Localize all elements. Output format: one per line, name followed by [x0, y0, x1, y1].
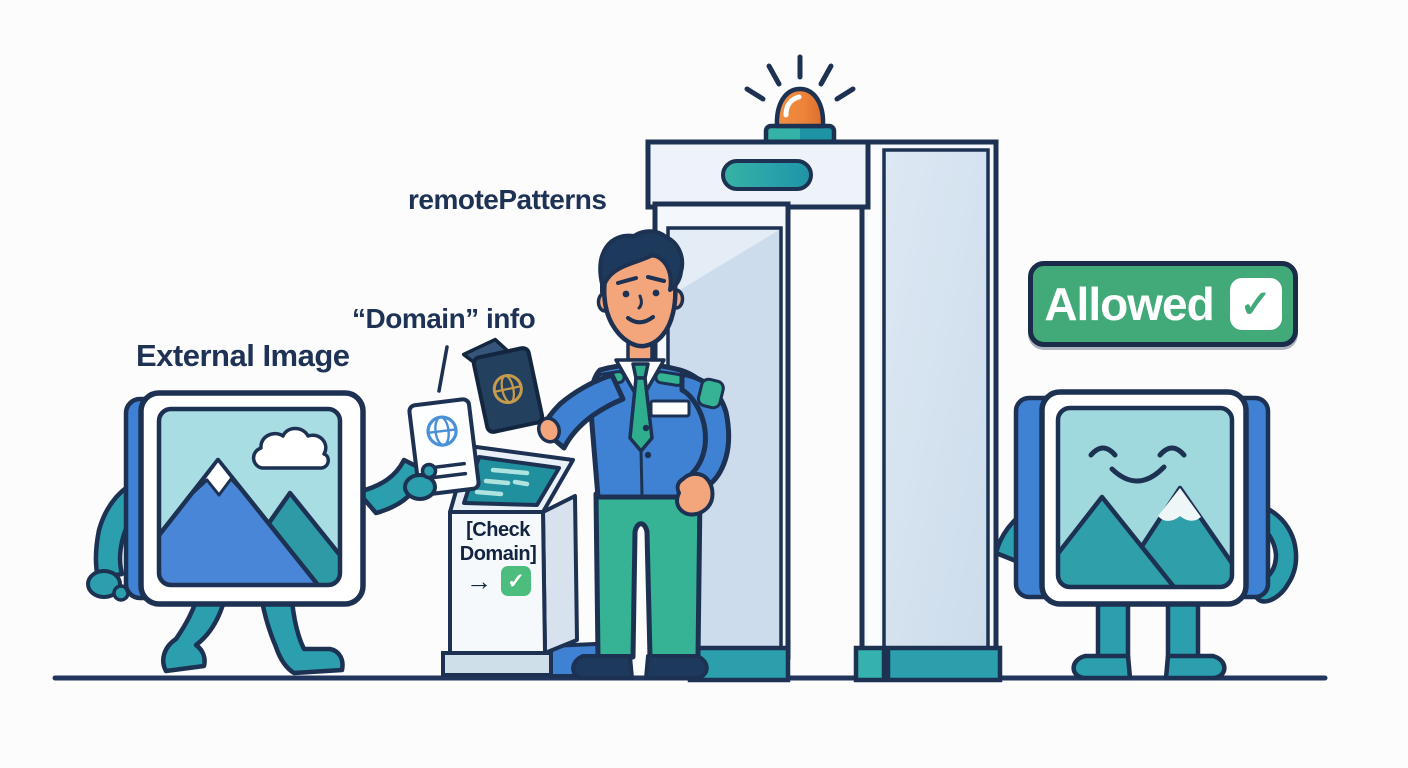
mountain-blue — [159, 457, 325, 585]
guard-epaulette-right — [654, 370, 685, 387]
kiosk-check-row: → ✓ — [466, 566, 531, 596]
kiosk-label-line1: [Check — [466, 519, 530, 541]
cloud-icon — [251, 426, 330, 470]
kiosk-pedestal — [441, 651, 553, 677]
external-image-label: External Image — [136, 338, 350, 373]
guard-head — [596, 229, 685, 349]
passport — [461, 337, 545, 434]
guard-hair — [598, 229, 685, 294]
left-hand — [86, 569, 122, 599]
globe-icon — [426, 415, 458, 447]
guard-hand-hip — [675, 471, 715, 517]
arrow-icon: → — [466, 566, 492, 596]
gate-right-pillar — [859, 139, 999, 660]
checkmark-icon: ✓ — [501, 566, 531, 596]
front-leg — [259, 598, 345, 676]
guard-left-shoe — [571, 654, 634, 680]
guard-left-arm — [539, 372, 626, 451]
allowed-image-character — [993, 389, 1299, 681]
globe-icon — [492, 374, 523, 405]
right-char-right-foot — [1163, 653, 1227, 681]
beacon-rays-icon — [744, 54, 856, 102]
check-domain-kiosk — [441, 444, 620, 678]
smiley-face — [1088, 445, 1187, 484]
guard-name-badge — [649, 399, 691, 418]
allowed-badge-label: Allowed — [1044, 278, 1214, 330]
kiosk-label-line2: Domain] — [459, 542, 537, 565]
kiosk-side — [541, 494, 579, 655]
gate-display-pill — [721, 159, 813, 191]
domain-info-pointer-line — [437, 345, 449, 393]
mountain-left — [1058, 494, 1181, 587]
snow-cap — [192, 458, 246, 497]
domain-info-label: “Domain” info — [352, 303, 536, 334]
guard-right-shoe — [644, 654, 709, 680]
kiosk-screen-text-lines — [474, 467, 530, 497]
snow-cap — [1158, 488, 1201, 521]
right-char-left-leg — [1095, 597, 1131, 661]
guard-tie — [628, 362, 654, 453]
remote-patterns-label: remotePatterns — [408, 184, 607, 215]
allowed-status-badge: Allowed ✓ — [1028, 261, 1298, 347]
right-char-right-leg — [1165, 597, 1201, 661]
gate-bases — [687, 645, 1003, 683]
back-leg — [161, 598, 227, 674]
guard-pants — [593, 491, 703, 660]
guard-shoulder-patch — [696, 377, 725, 410]
security-guard — [461, 229, 732, 680]
external-image-character — [86, 390, 427, 676]
checkmark-icon: ✓ — [1229, 278, 1282, 330]
alarm-light-icon — [763, 86, 837, 149]
character-hand-on-document — [403, 473, 437, 501]
right-char-left-foot — [1071, 653, 1133, 681]
domain-document — [403, 397, 481, 501]
kiosk-check-domain-label: [Check Domain] — [448, 519, 548, 566]
gate-crossbar — [645, 139, 871, 210]
